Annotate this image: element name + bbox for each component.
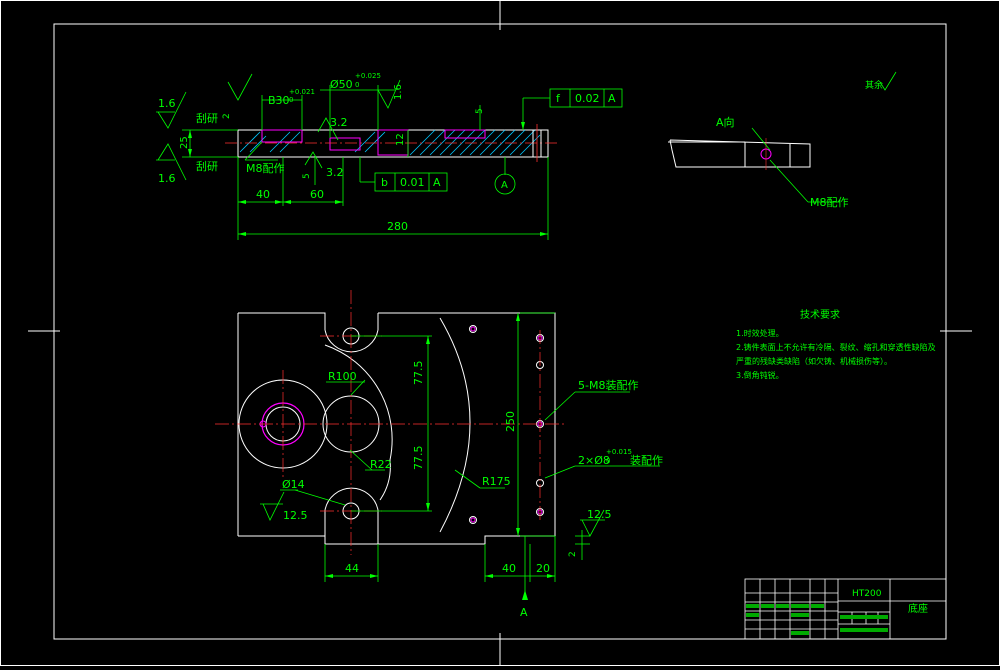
tech-req-line-3: 严重的残缺类缺陷（如欠铸、机械损伤等）。 (736, 356, 892, 366)
dim-5-left: 5 (302, 173, 312, 179)
roughness-symbols (156, 73, 401, 181)
note-m8: 5-M8装配作 (578, 379, 638, 392)
roughness-other: 其余 (865, 79, 883, 91)
tech-requirements: 技术要求 1.时效处理。 2.铸件表面上不允许有冷隔、裂纹、缩孔和穿透性缺陷及 … (736, 308, 936, 380)
rough-3-2-a: 3.2 (330, 116, 348, 129)
rough-12-5-a: 12.5 (283, 509, 308, 522)
dim-40-section: 40 (256, 188, 270, 201)
rough-3-2-b: 3.2 (326, 166, 344, 179)
rough-1-6-b: 1.6 (158, 172, 176, 185)
dim-250: 250 (504, 411, 517, 432)
datum-label: A (501, 180, 508, 191)
dim-77-5-b: 77.5 (412, 446, 425, 471)
plan-view (215, 290, 660, 600)
section-arrows (188, 122, 548, 236)
fcf-top-sym: f (556, 92, 561, 105)
fcf-top-val: 0.02 (575, 92, 600, 105)
dim-77-5-a: 77.5 (412, 361, 425, 386)
r100: R100 (328, 370, 357, 383)
dim-hole-mid: Ø50 (330, 78, 353, 91)
rough-12-5-b: 12.5 (587, 508, 612, 521)
dim-hole-mid-tol2: 0 (355, 81, 359, 89)
tech-req-title: 技术要求 (800, 308, 840, 321)
rough-1-6-c: 1.6 (393, 84, 404, 100)
title-material: HT200 (852, 589, 882, 599)
dim-60-section: 60 (310, 188, 324, 201)
title-block (744, 578, 947, 640)
section-hatching (239, 129, 541, 156)
tech-req-line-2: 2.铸件表面上不允许有冷隔、裂纹、缩孔和穿透性缺陷及 (736, 342, 936, 352)
r175: R175 (482, 475, 511, 488)
title-block-cells (746, 604, 888, 635)
dim-hole-left-tol2: 0 (289, 96, 293, 104)
dim-280: 280 (387, 220, 408, 233)
side-view-m8: M8配作 (810, 196, 849, 209)
note-pin-suffix: 装配作 (630, 454, 663, 467)
drawing-border (53, 23, 947, 640)
dim-25: 25 (179, 136, 190, 149)
dim-hole-mid-tol: +0.025 (355, 72, 381, 80)
m8-label-section: M8配作 (246, 162, 285, 175)
side-view: A向 M8配作 (668, 115, 849, 209)
rough-1-6-a: 1.6 (158, 97, 176, 110)
fcf-bot-ref: A (433, 176, 441, 189)
fcf-bot-val: 0.01 (400, 176, 425, 189)
section-texts: 1.6 1.6 1.6 刮研 刮研 25 2 B30 +0.021 0 Ø50 … (158, 72, 616, 233)
note-pin-tol2: 0 (606, 457, 610, 465)
dim-2: 2 (222, 113, 232, 119)
dim-2-plan: 2 (568, 551, 578, 557)
grind-top: 刮研 (196, 111, 218, 125)
dim-44: 44 (345, 562, 359, 575)
fcf-frames (374, 88, 623, 195)
grind-bottom: 刮研 (196, 159, 218, 173)
section-dimension-lines (182, 85, 550, 240)
centering-marks (28, 0, 972, 666)
note-pin: 2×Ø8 (578, 454, 610, 467)
phi14: Ø14 (282, 478, 305, 491)
dim-40-plan: 40 (502, 562, 516, 575)
dim-hole-left: B30 (268, 94, 290, 107)
dim-5-right: 5 (475, 108, 485, 114)
dim-20: 20 (536, 562, 550, 575)
datum-arrow-label: A (520, 606, 528, 619)
tech-req-line-4: 3.倒角钝锐。 (736, 370, 784, 380)
fcf-bot-sym: b (381, 176, 388, 189)
title-part-name: 底座 (908, 602, 928, 615)
section-view (156, 73, 623, 240)
side-view-label: A向 (716, 115, 735, 129)
dim-12: 12 (395, 133, 406, 146)
tech-req-line-1: 1.时效处理。 (736, 328, 784, 338)
dim-hole-left-tol: +0.021 (289, 88, 315, 96)
note-pin-tol: +0.015 (606, 448, 632, 456)
r22: R22 (370, 458, 392, 471)
roughness-other-icon (879, 71, 897, 91)
plan-texts: R100 R22 R175 77.5 77.5 250 44 40 20 2 Ø… (282, 361, 663, 620)
fcf-top-ref: A (608, 92, 616, 105)
